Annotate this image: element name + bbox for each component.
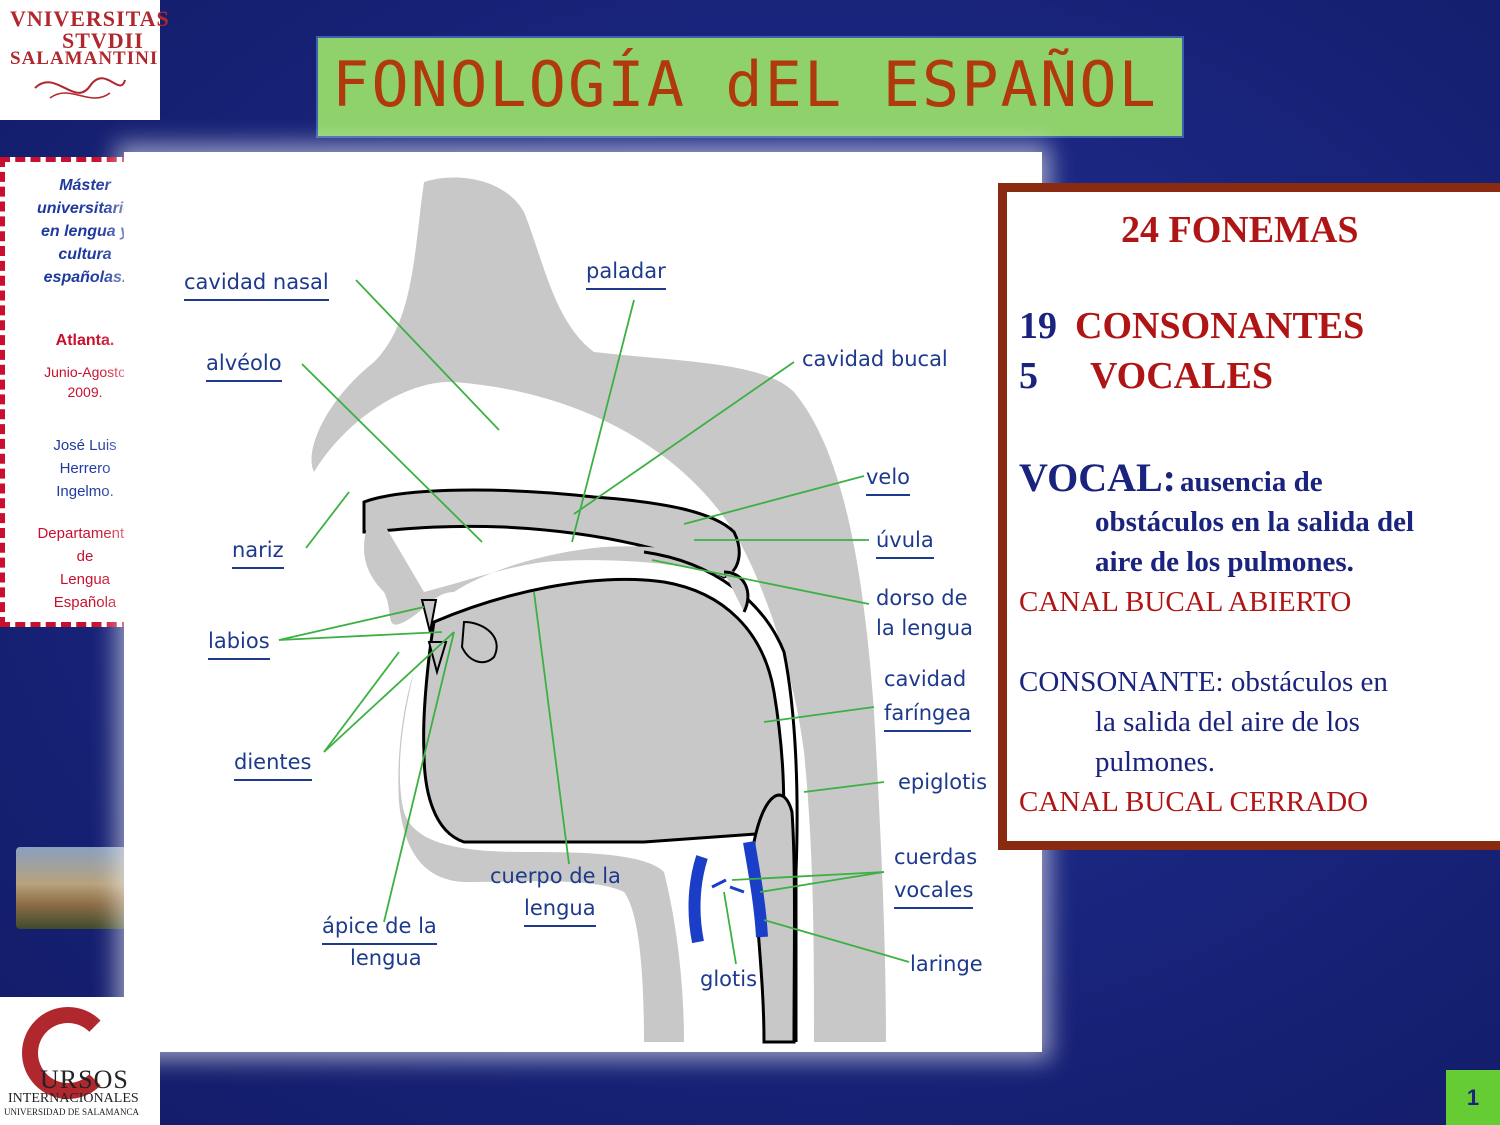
university-logo: VNIVERSITAS STVDII SALAMANTINI <box>0 0 169 120</box>
author: José Luis Herrero Ingelmo. <box>53 437 117 500</box>
label-cuerpo-2: lengua <box>524 893 596 927</box>
label-labios: labios <box>208 626 270 660</box>
label-alveolo: alvéolo <box>206 348 282 382</box>
vocal-line-3: aire de los pulmones. <box>1095 546 1354 578</box>
label-apice-2: lengua <box>350 946 422 970</box>
vocal-key: VOCAL: <box>1019 455 1176 500</box>
title-box: FONOLOGÍA dEL ESPAÑOL <box>316 36 1184 138</box>
vocal-tract-illustration <box>278 177 910 1044</box>
label-cavidad-nasal: cavidad nasal <box>184 267 329 301</box>
consonants-label: CONSONANTES <box>1075 305 1365 347</box>
courses-logo-sub: INTERNACIONALES <box>8 1091 139 1106</box>
vocal-line-2: obstáculos en la salida del <box>1095 506 1415 538</box>
program-name: Máster universitario en lengua y cultura… <box>36 177 132 286</box>
consonant-line-3: pulmones. <box>1095 746 1216 778</box>
consonants-count: 19 <box>1019 305 1057 347</box>
logo-text-1: VNIVERSITAS <box>10 6 170 31</box>
panel-heading: 24 FONEMAS <box>1121 209 1359 251</box>
dates: Junio-Agosto 2009. <box>44 364 126 400</box>
label-nariz: nariz <box>232 535 284 569</box>
label-faringea-1: cavidad <box>884 667 967 691</box>
vowels-label: VOCALES <box>1090 355 1273 397</box>
consonant-line-2: la salida del aire de los <box>1095 706 1360 738</box>
label-paladar: paladar <box>586 256 666 290</box>
vocal-line-1: ausencia de <box>1179 466 1323 498</box>
consonant-line-1: CONSONANTE: obstáculos en <box>1019 666 1388 698</box>
label-laringe: laringe <box>910 952 983 976</box>
logo-text-3: SALAMANTINI <box>10 48 159 69</box>
department: Departamento de Lengua Española <box>37 525 132 611</box>
page-title: FONOLOGÍA dEL ESPAÑOL <box>332 48 1158 121</box>
label-dorso-2: la lengua <box>876 616 973 640</box>
label-apice-1: ápice de la <box>322 911 437 945</box>
label-epiglotis: epiglotis <box>898 770 988 794</box>
vocal-definition: VOCAL: ausencia de <box>1019 454 1323 501</box>
vocal-canal: CANAL BUCAL ABIERTO <box>1019 586 1352 618</box>
label-dorso-1: dorso de <box>876 586 968 610</box>
page-number: 1 <box>1446 1070 1500 1125</box>
phonemes-panel: 24 FONEMAS 19 CONSONANTES 5 VOCALES VOCA… <box>998 183 1500 850</box>
label-glotis: glotis <box>700 967 758 991</box>
consonant-canal: CANAL BUCAL CERRADO <box>1019 786 1369 818</box>
label-velo: velo <box>866 462 911 496</box>
courses-logo-org: UNIVERSIDAD DE SALAMANCA <box>4 1107 139 1117</box>
courses-logo-main: URSOS <box>40 1065 129 1094</box>
label-cuerpo-1: cuerpo de la <box>490 864 621 888</box>
vowels-row: 5 VOCALES <box>1019 354 1273 398</box>
label-uvula: úvula <box>876 525 934 559</box>
course-info-box: Máster universitario en lengua y cultura… <box>0 157 132 627</box>
label-faringea-2: faríngea <box>884 698 972 732</box>
logo-flourish-icon <box>34 77 126 99</box>
consonants-row: 19 CONSONANTES <box>1019 304 1364 348</box>
label-cuerdas-2: vocales <box>894 875 974 909</box>
label-cavidad-bucal: cavidad bucal <box>802 347 948 371</box>
logo-text-2: STVDII <box>62 28 144 53</box>
label-dientes: dientes <box>234 747 312 781</box>
vowels-count: 5 <box>1019 355 1038 397</box>
vocal-tract-diagram: cavidad nasal paladar alvéolo cavidad bu… <box>124 152 1042 1052</box>
label-cuerdas-1: cuerdas <box>894 845 978 869</box>
city: Atlanta. <box>55 332 115 349</box>
